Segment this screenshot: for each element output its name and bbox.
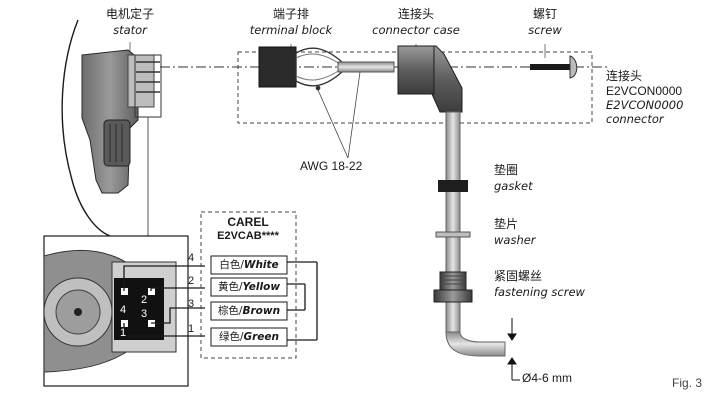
awg-leaders: [315, 71, 361, 159]
motor-body-outline: [61, 19, 111, 237]
wire-number-2: 2: [188, 275, 195, 287]
gasket-label-zh: 垫圈: [494, 163, 519, 177]
cable-code: E2VCAB****: [217, 230, 279, 242]
connector-case: [397, 45, 463, 113]
terminal-block: [258, 46, 395, 88]
leader-lines: [129, 42, 546, 58]
pin-number-2: 2: [141, 294, 148, 306]
fastening-label-zh: 紧固螺丝: [494, 269, 543, 283]
stator-body: [81, 49, 160, 194]
figure-number: Fig. 3: [672, 376, 703, 390]
terminal-label-en: terminal block: [249, 23, 333, 37]
inset-motor: [43, 249, 177, 373]
screw-label-zh: 螺钉: [532, 7, 558, 21]
connector-code-2: E2VCON0000: [606, 98, 684, 112]
stator-label-en: stator: [113, 23, 147, 37]
connector-label-zh: 连接头: [606, 69, 643, 83]
terminal-label-zh: 端子排: [272, 7, 310, 21]
gasket-label-en: gasket: [494, 179, 533, 193]
pin-number-4: 4: [120, 304, 127, 316]
fastening-label-en: fastening screw: [494, 285, 585, 299]
wire-label-yellow: 黄色/Yellow: [217, 281, 281, 293]
pin-number-3: 3: [141, 308, 148, 320]
wire-number-3: 3: [188, 298, 195, 310]
wire-boxes: [210, 255, 288, 347]
wire-number-4: 4: [188, 252, 195, 264]
cable-enclosure: [200, 211, 297, 359]
cable-brand: CAREL: [227, 215, 269, 229]
gasket: [438, 180, 468, 192]
connector-code-1: E2VCON0000: [606, 84, 683, 98]
diameter-label: Ø4-6 mm: [522, 371, 573, 385]
washer: [435, 231, 471, 238]
pin-number-1: 1: [120, 327, 127, 339]
connector-case-label-zh: 连接头: [397, 7, 435, 21]
connector-label-en: connector: [606, 112, 664, 126]
awg-label: AWG 18-22: [300, 159, 363, 173]
wire-label-white: 白色/White: [219, 259, 279, 271]
connector-case-label-en: connector case: [372, 23, 460, 37]
screw-label-en: screw: [528, 23, 562, 37]
washer-label-en: washer: [494, 233, 536, 247]
wire-label-green: 绿色/Green: [218, 331, 280, 343]
wire-label-brown: 棕色/Brown: [217, 305, 281, 317]
fastening-screw: [433, 271, 473, 303]
wire-number-1: 1: [188, 323, 195, 335]
diameter-marker: [507, 318, 520, 381]
screw: [530, 55, 578, 79]
pin-wires: [123, 261, 318, 341]
stator-label-zh: 电机定子: [105, 7, 155, 21]
washer-label-zh: 垫片: [494, 217, 519, 231]
